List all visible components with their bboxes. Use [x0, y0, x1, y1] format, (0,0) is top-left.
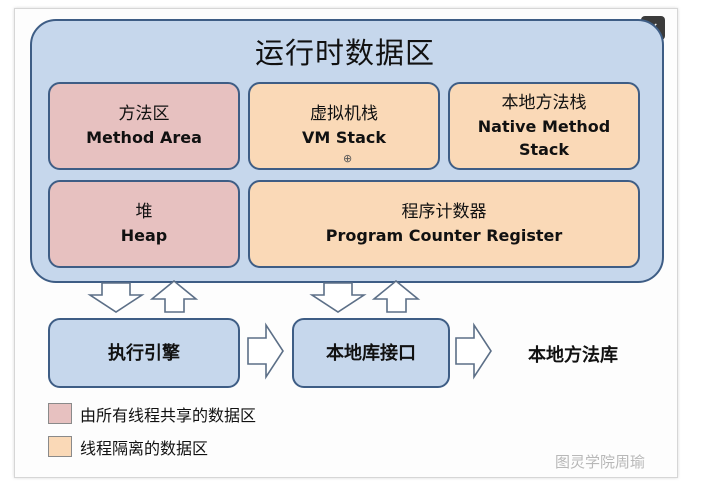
- program-counter-box: 程序计数器 Program Counter Register: [248, 180, 640, 268]
- legend-label-shared: 由所有线程共享的数据区: [80, 406, 257, 425]
- program-counter-en: Program Counter Register: [325, 226, 563, 245]
- arrow-up-left: [149, 279, 199, 313]
- vm-stack-box: 虚拟机栈 VM Stack ⊕: [248, 82, 440, 170]
- native-interface-box: 本地库接口: [292, 318, 450, 388]
- native-library-label: 本地方法库: [528, 345, 618, 366]
- legend-swatch-isolated: [48, 436, 72, 457]
- legend-label-isolated: 线程隔离的数据区: [80, 439, 209, 458]
- vm-stack-en: VM Stack: [302, 128, 386, 147]
- native-method-stack-en-line1: Native Method: [477, 116, 611, 136]
- arrow-engine-to-interface: [247, 322, 284, 380]
- vm-stack-zh: 虚拟机栈: [310, 104, 378, 124]
- runtime-data-area-title: 运行时数据区: [254, 36, 435, 70]
- native-method-stack-box: 本地方法栈 Native Method Stack: [448, 82, 640, 170]
- execution-engine-box: 执行引擎: [48, 318, 240, 388]
- watermark: 图灵学院周瑜: [555, 453, 646, 471]
- zoom-in-icon: ⊕: [343, 152, 353, 165]
- native-method-stack-zh: 本地方法栈: [501, 92, 587, 113]
- arrow-interface-to-library: [455, 322, 492, 380]
- arrow-down-left: [87, 282, 145, 313]
- heap-en: Heap: [120, 226, 168, 245]
- method-area-zh: 方法区: [118, 104, 170, 124]
- method-area-box: 方法区 Method Area: [48, 82, 240, 170]
- heap-zh: 堆: [135, 202, 153, 222]
- native-method-stack-en-line2: Stack: [518, 139, 570, 159]
- program-counter-zh: 程序计数器: [401, 202, 487, 222]
- arrow-down-right: [309, 282, 367, 313]
- heap-box: 堆 Heap: [48, 180, 240, 268]
- legend-swatch-shared: [48, 403, 72, 424]
- execution-engine-label: 执行引擎: [108, 342, 180, 364]
- native-interface-label: 本地库接口: [326, 342, 416, 364]
- method-area-en: Method Area: [86, 128, 202, 147]
- arrow-up-right: [371, 279, 421, 313]
